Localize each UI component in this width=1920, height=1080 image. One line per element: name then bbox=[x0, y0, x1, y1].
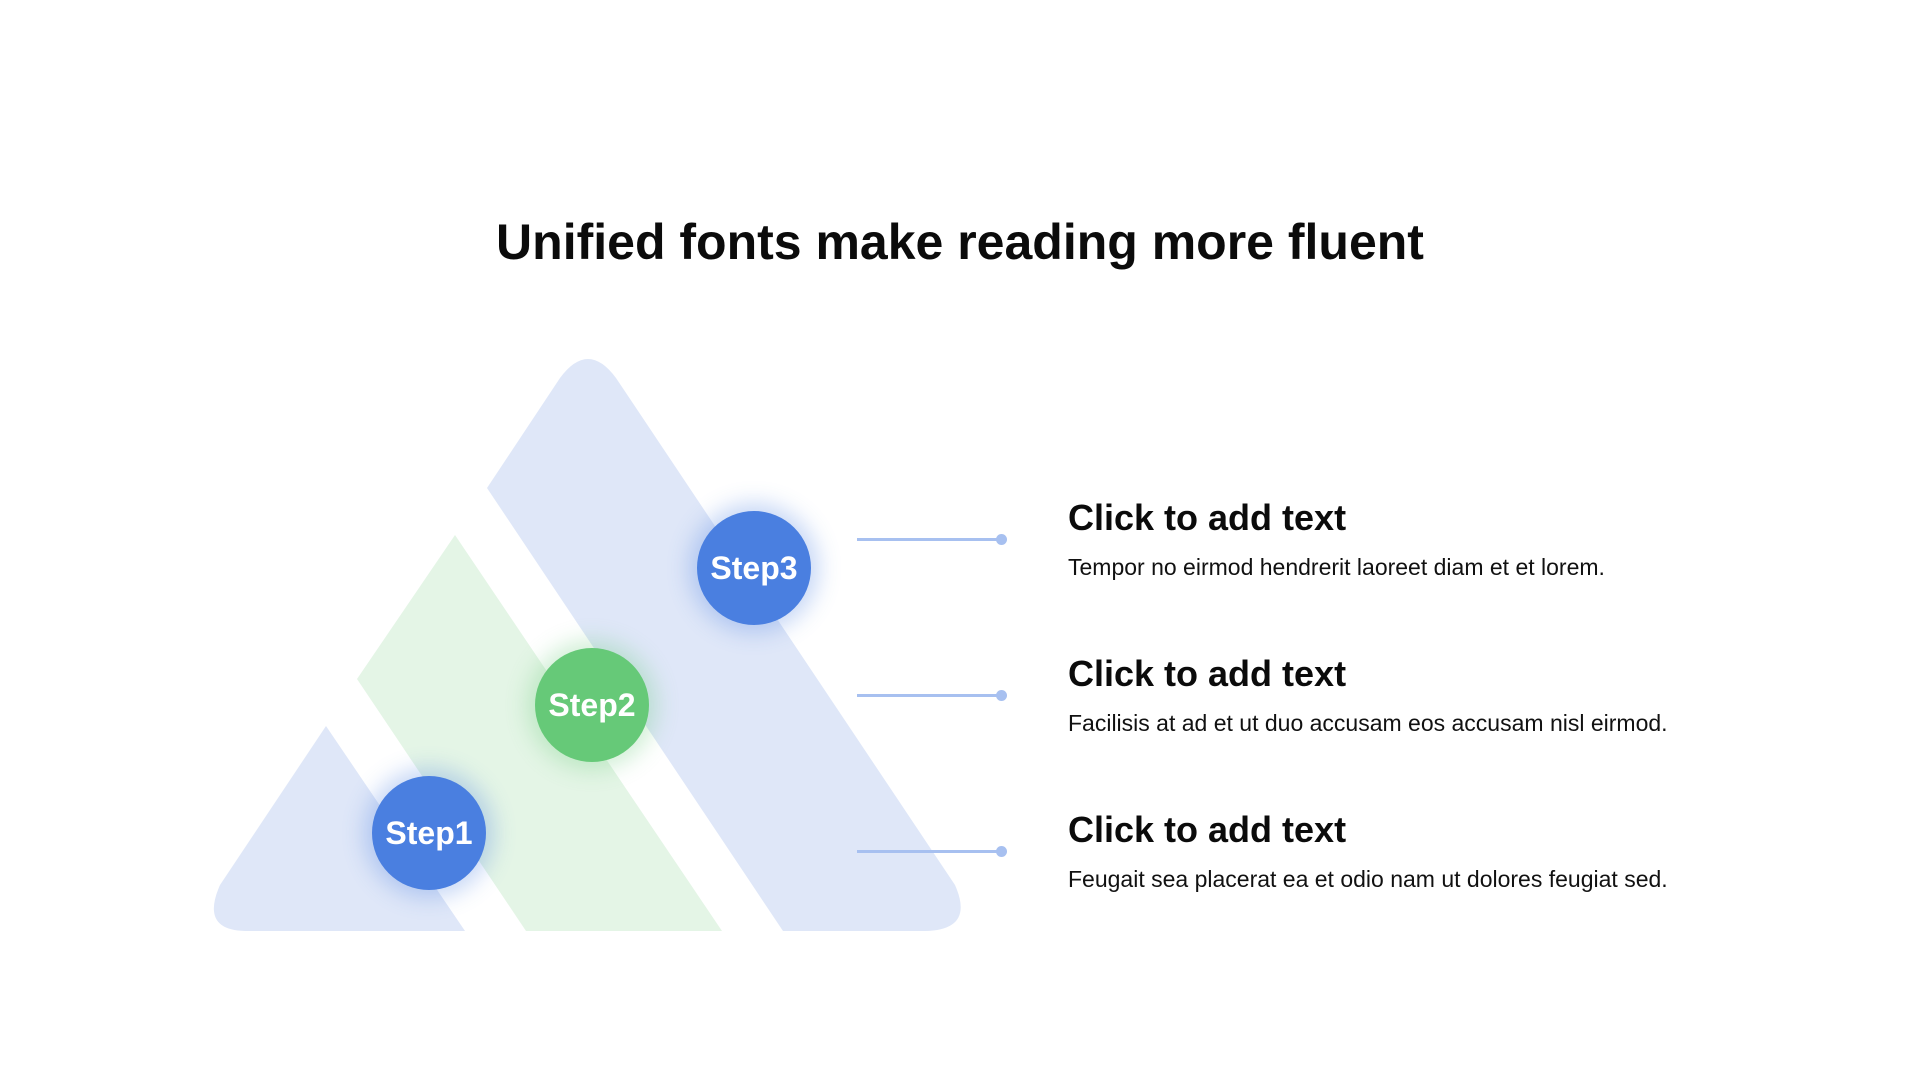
item-description[interactable]: Feugait sea placerat ea et odio nam ut d… bbox=[1068, 866, 1668, 892]
item-heading[interactable]: Click to add text bbox=[1068, 497, 1347, 538]
text-item-3: Click to add text Feugait sea placerat e… bbox=[1068, 808, 1768, 894]
item-description[interactable]: Tempor no eirmod hendrerit laoreet diam … bbox=[1068, 554, 1605, 580]
step3-circle: Step3 bbox=[697, 511, 811, 625]
step3-label: Step3 bbox=[710, 549, 798, 586]
step1-circle: Step1 bbox=[372, 776, 486, 890]
connector-line-1 bbox=[857, 850, 1002, 853]
item-heading[interactable]: Click to add text bbox=[1068, 653, 1347, 694]
step1-label: Step1 bbox=[385, 814, 473, 851]
pyramid-band-large bbox=[487, 359, 961, 931]
connector-line-3 bbox=[857, 538, 1002, 541]
connector-dot-2 bbox=[996, 690, 1007, 701]
connector-dot-3 bbox=[996, 534, 1007, 545]
connector-dot-1 bbox=[996, 846, 1007, 857]
step2-label: Step2 bbox=[548, 686, 636, 723]
text-item-2: Click to add text Facilisis at ad et ut … bbox=[1068, 652, 1768, 738]
slide-title: Unified fonts make reading more fluent bbox=[496, 214, 1424, 270]
item-description[interactable]: Facilisis at ad et ut duo accusam eos ac… bbox=[1068, 710, 1668, 736]
pyramid-band-middle bbox=[357, 535, 722, 931]
item-heading[interactable]: Click to add text bbox=[1068, 809, 1347, 850]
step2-circle: Step2 bbox=[535, 648, 649, 762]
connector-line-2 bbox=[857, 694, 1002, 697]
text-item-1: Click to add text Tempor no eirmod hendr… bbox=[1068, 496, 1768, 582]
